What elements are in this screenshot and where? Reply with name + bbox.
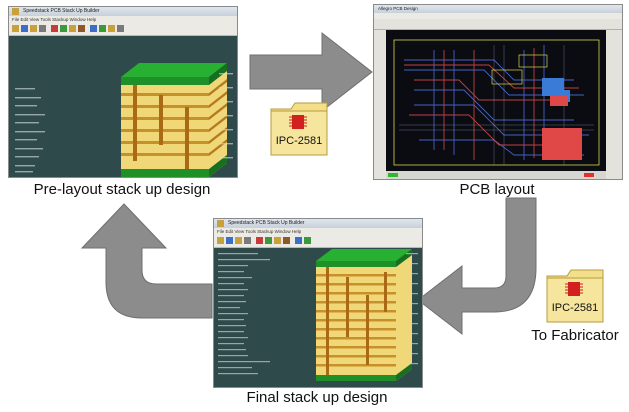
print-icon[interactable]: [244, 237, 251, 244]
open-icon[interactable]: [217, 237, 224, 244]
layer-stack: [121, 63, 227, 85]
menu-bar[interactable]: File Edit View Tools Stackup Window Help: [214, 228, 422, 235]
stackup-diagram: [15, 63, 233, 177]
copper-pour: [542, 128, 582, 160]
caption-fabricator: To Fabricator: [531, 327, 619, 344]
toolbar: [214, 235, 422, 248]
folder-label: IPC-2581: [552, 302, 598, 314]
delete-icon[interactable]: [51, 25, 58, 32]
add-layer-icon[interactable]: [60, 25, 67, 32]
pcb-canvas[interactable]: [374, 30, 622, 179]
folder-icon: IPC-2581: [270, 102, 328, 156]
app-icon: [12, 8, 19, 15]
save-icon[interactable]: [226, 237, 233, 244]
pcb-titlebar: Allegro PCB Design: [374, 5, 622, 13]
pcb-menu-bar[interactable]: [374, 13, 622, 19]
layer-icon[interactable]: [274, 237, 281, 244]
layer-labels: [218, 253, 270, 375]
settings-icon[interactable]: [117, 25, 124, 32]
stack-bottom: [121, 155, 227, 177]
prelayout-window: Speedstack PCB Stack Up Builder File Edi…: [8, 6, 238, 178]
save-icon[interactable]: [21, 25, 28, 32]
window-titlebar: Speedstack PCB Stack Up Builder: [214, 219, 422, 228]
caption-pcb: PCB layout: [459, 181, 535, 198]
toolbar: [9, 23, 237, 36]
window-titlebar: Speedstack PCB Stack Up Builder: [9, 7, 237, 16]
arrow-right-icon: [249, 31, 373, 113]
report-icon[interactable]: [108, 25, 115, 32]
chip-icon: [565, 282, 583, 296]
pcb-toolbar: [374, 19, 622, 30]
folder-label: IPC-2581: [276, 135, 322, 147]
pcb-window: Allegro PCB Design: [373, 4, 623, 180]
pcb-window-title: Allegro PCB Design: [378, 6, 418, 11]
layer-stack: [316, 249, 412, 381]
folder-icon: IPC-2581: [546, 269, 604, 323]
caption-final: Final stack up design: [246, 389, 388, 406]
chip-icon: [289, 115, 307, 129]
thickness-labels: [406, 253, 418, 365]
stackup-diagram: [218, 249, 418, 381]
layer-icon[interactable]: [69, 25, 76, 32]
print-icon[interactable]: [39, 25, 46, 32]
tool-icon[interactable]: [78, 25, 85, 32]
open-icon[interactable]: [12, 25, 19, 32]
tool-icon[interactable]: [283, 237, 290, 244]
menu-bar[interactable]: File Edit View Tools Stackup Window Help: [9, 16, 237, 23]
arrow-down-left-icon: [417, 197, 537, 336]
folder-icon[interactable]: [30, 25, 37, 32]
check-icon[interactable]: [304, 237, 311, 244]
final-window: Speedstack PCB Stack Up Builder File Edi…: [213, 218, 423, 388]
check-icon[interactable]: [99, 25, 106, 32]
app-icon: [217, 220, 224, 227]
add-layer-icon[interactable]: [265, 237, 272, 244]
stack-core: [121, 71, 227, 177]
chart-icon[interactable]: [295, 237, 302, 244]
window-title: Speedstack PCB Stack Up Builder: [23, 8, 100, 14]
caption-prelayout: Pre-layout stack up design: [33, 181, 211, 198]
folder-icon[interactable]: [235, 237, 242, 244]
arrow-up-left-icon: [80, 203, 213, 319]
delete-icon[interactable]: [256, 237, 263, 244]
window-title: Speedstack PCB Stack Up Builder: [228, 220, 305, 226]
chart-icon[interactable]: [90, 25, 97, 32]
layer-labels: [15, 88, 45, 173]
thickness-labels: [219, 73, 233, 159]
